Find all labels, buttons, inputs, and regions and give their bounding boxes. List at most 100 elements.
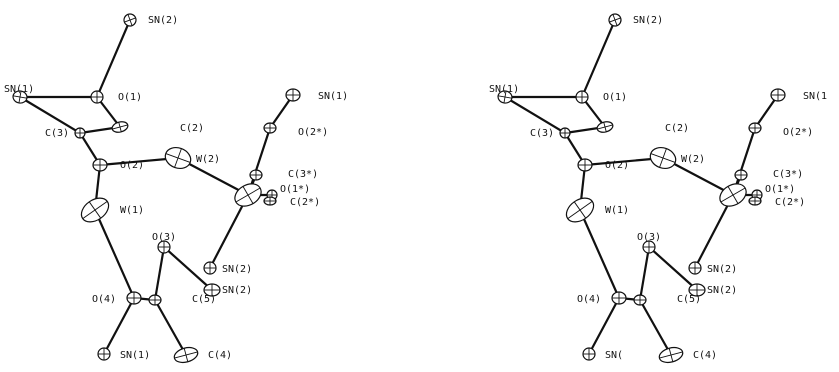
atom-w1 bbox=[80, 197, 110, 223]
atom-c4 bbox=[658, 346, 684, 364]
bond-wr2-sn2_mid bbox=[693, 193, 735, 270]
bond-sn2_top-o1 bbox=[95, 18, 132, 99]
atom-o2s bbox=[748, 122, 762, 134]
label-c2s: C(2*) bbox=[290, 197, 320, 208]
label-o1s: O(1*) bbox=[280, 184, 310, 195]
label-sn1_left: SN(1) bbox=[489, 84, 519, 95]
label-w2: W(2) bbox=[681, 154, 705, 165]
atom-sn1_left bbox=[12, 90, 28, 104]
bond-sn1_left-c3 bbox=[18, 95, 82, 135]
bond-o2-w2 bbox=[98, 156, 180, 167]
atom-c2 bbox=[111, 121, 129, 133]
atom-sn1_left bbox=[497, 90, 513, 104]
label-o1: O(1) bbox=[118, 92, 142, 103]
atom-o4 bbox=[611, 291, 627, 305]
bond-w1-o4 bbox=[578, 208, 621, 300]
atom-wr2 bbox=[719, 183, 747, 207]
bond-c4mid-c4 bbox=[153, 298, 188, 357]
bond-o4-sn1_bot bbox=[587, 296, 621, 356]
atom-sn2_mid bbox=[688, 261, 702, 275]
atom-c4 bbox=[173, 346, 199, 364]
label-sn1_right: SN(1 bbox=[803, 91, 827, 102]
label-c4: C(4) bbox=[208, 350, 232, 361]
atom-c3 bbox=[74, 127, 86, 139]
atom-o2 bbox=[92, 158, 108, 172]
bond-o4-sn1_bot bbox=[102, 296, 136, 356]
atom-w1 bbox=[565, 197, 595, 223]
atom-o3 bbox=[642, 240, 656, 254]
bond-c4mid-o3 bbox=[638, 245, 651, 302]
atom-o1 bbox=[90, 90, 104, 104]
label-c5: C(5) bbox=[677, 294, 701, 305]
atom-c2 bbox=[596, 121, 614, 133]
atom-c2s bbox=[748, 196, 762, 206]
label-sn2_mid_b: SN(2) bbox=[222, 285, 252, 296]
label-w1: W(1) bbox=[120, 205, 144, 216]
label-c3s: C(3*) bbox=[773, 169, 803, 180]
atom-w2 bbox=[164, 147, 192, 169]
atom-o3 bbox=[157, 240, 171, 254]
label-sn1_left: SN(1) bbox=[4, 84, 34, 95]
atom-o1 bbox=[575, 90, 589, 104]
atom-c4mid bbox=[148, 294, 162, 306]
atom-c5 bbox=[688, 283, 706, 297]
label-sn1_right: SN(1) bbox=[318, 91, 348, 102]
label-c3: C(3) bbox=[45, 128, 69, 139]
label-o2s: O(2*) bbox=[298, 127, 328, 138]
label-sn2_mid_a: SN(2) bbox=[222, 264, 252, 275]
bond-sn1_left-c3 bbox=[503, 95, 567, 135]
bond-c4mid-c4 bbox=[638, 298, 673, 357]
atom-sn2_mid bbox=[203, 261, 217, 275]
atom-w2 bbox=[649, 147, 677, 169]
label-o2: O(2) bbox=[605, 160, 629, 171]
atom-c3s bbox=[249, 169, 263, 181]
label-sn2_top: SN(2) bbox=[148, 15, 178, 26]
atom-sn2_top bbox=[123, 13, 137, 27]
bond-wr2-sn2_mid bbox=[208, 193, 250, 270]
atom-sn1_bot bbox=[97, 347, 111, 361]
label-o1s: O(1*) bbox=[765, 184, 795, 195]
bond-c4mid-o3 bbox=[153, 245, 166, 302]
label-c2s: C(2*) bbox=[775, 197, 805, 208]
label-c5: C(5) bbox=[192, 294, 216, 305]
label-sn2_mid_a: SN(2) bbox=[707, 264, 737, 275]
atom-sn1_bot bbox=[582, 347, 596, 361]
atom-sn1_r bbox=[285, 88, 301, 102]
bond-o3-c5 bbox=[162, 245, 214, 292]
label-w1: W(1) bbox=[605, 205, 629, 216]
bond-w1-o4 bbox=[93, 208, 136, 300]
label-sn1_bottom: SN( bbox=[605, 350, 623, 361]
label-c2: C(2) bbox=[180, 123, 204, 134]
atom-c3 bbox=[559, 127, 571, 139]
label-o3: O(3) bbox=[152, 232, 176, 243]
bond-o2-w2 bbox=[583, 156, 665, 167]
label-o3: O(3) bbox=[637, 232, 661, 243]
label-o2: O(2) bbox=[120, 160, 144, 171]
atom-c5 bbox=[203, 283, 221, 297]
atom-o2 bbox=[577, 158, 593, 172]
label-sn2_mid_b: SN(2) bbox=[707, 285, 737, 296]
label-c3: C(3) bbox=[530, 128, 554, 139]
label-c2: C(2) bbox=[665, 123, 689, 134]
label-o1: O(1) bbox=[603, 92, 627, 103]
atom-wr2 bbox=[234, 183, 262, 207]
label-c4: C(4) bbox=[693, 350, 717, 361]
label-o4: O(4) bbox=[577, 294, 601, 305]
atom-o4 bbox=[126, 291, 142, 305]
label-c3s: C(3*) bbox=[288, 169, 318, 180]
panel-left: SN(2) SN(1) O(1) C(3) C(2) O(2) W(2) W(1) SN(1) O… bbox=[4, 13, 348, 364]
panel-right: SN(2) SN(1) O(1) C(3) C(2) O(2) W(2) W(1) SN(1O(… bbox=[489, 13, 827, 364]
atom-sn2_top bbox=[608, 13, 622, 27]
label-o2s: O(2*) bbox=[783, 127, 813, 138]
atom-c3s bbox=[734, 169, 748, 181]
bond-o3-c5 bbox=[647, 245, 699, 292]
atom-sn1_r bbox=[770, 88, 786, 102]
atom-c2s bbox=[263, 196, 277, 206]
atom-o2s bbox=[263, 122, 277, 134]
label-sn1_bottom: SN(1) bbox=[120, 350, 150, 361]
atom-c4mid bbox=[633, 294, 647, 306]
label-o4: O(4) bbox=[92, 294, 116, 305]
label-w2: W(2) bbox=[196, 154, 220, 165]
bond-sn2_top-o1 bbox=[580, 18, 617, 99]
